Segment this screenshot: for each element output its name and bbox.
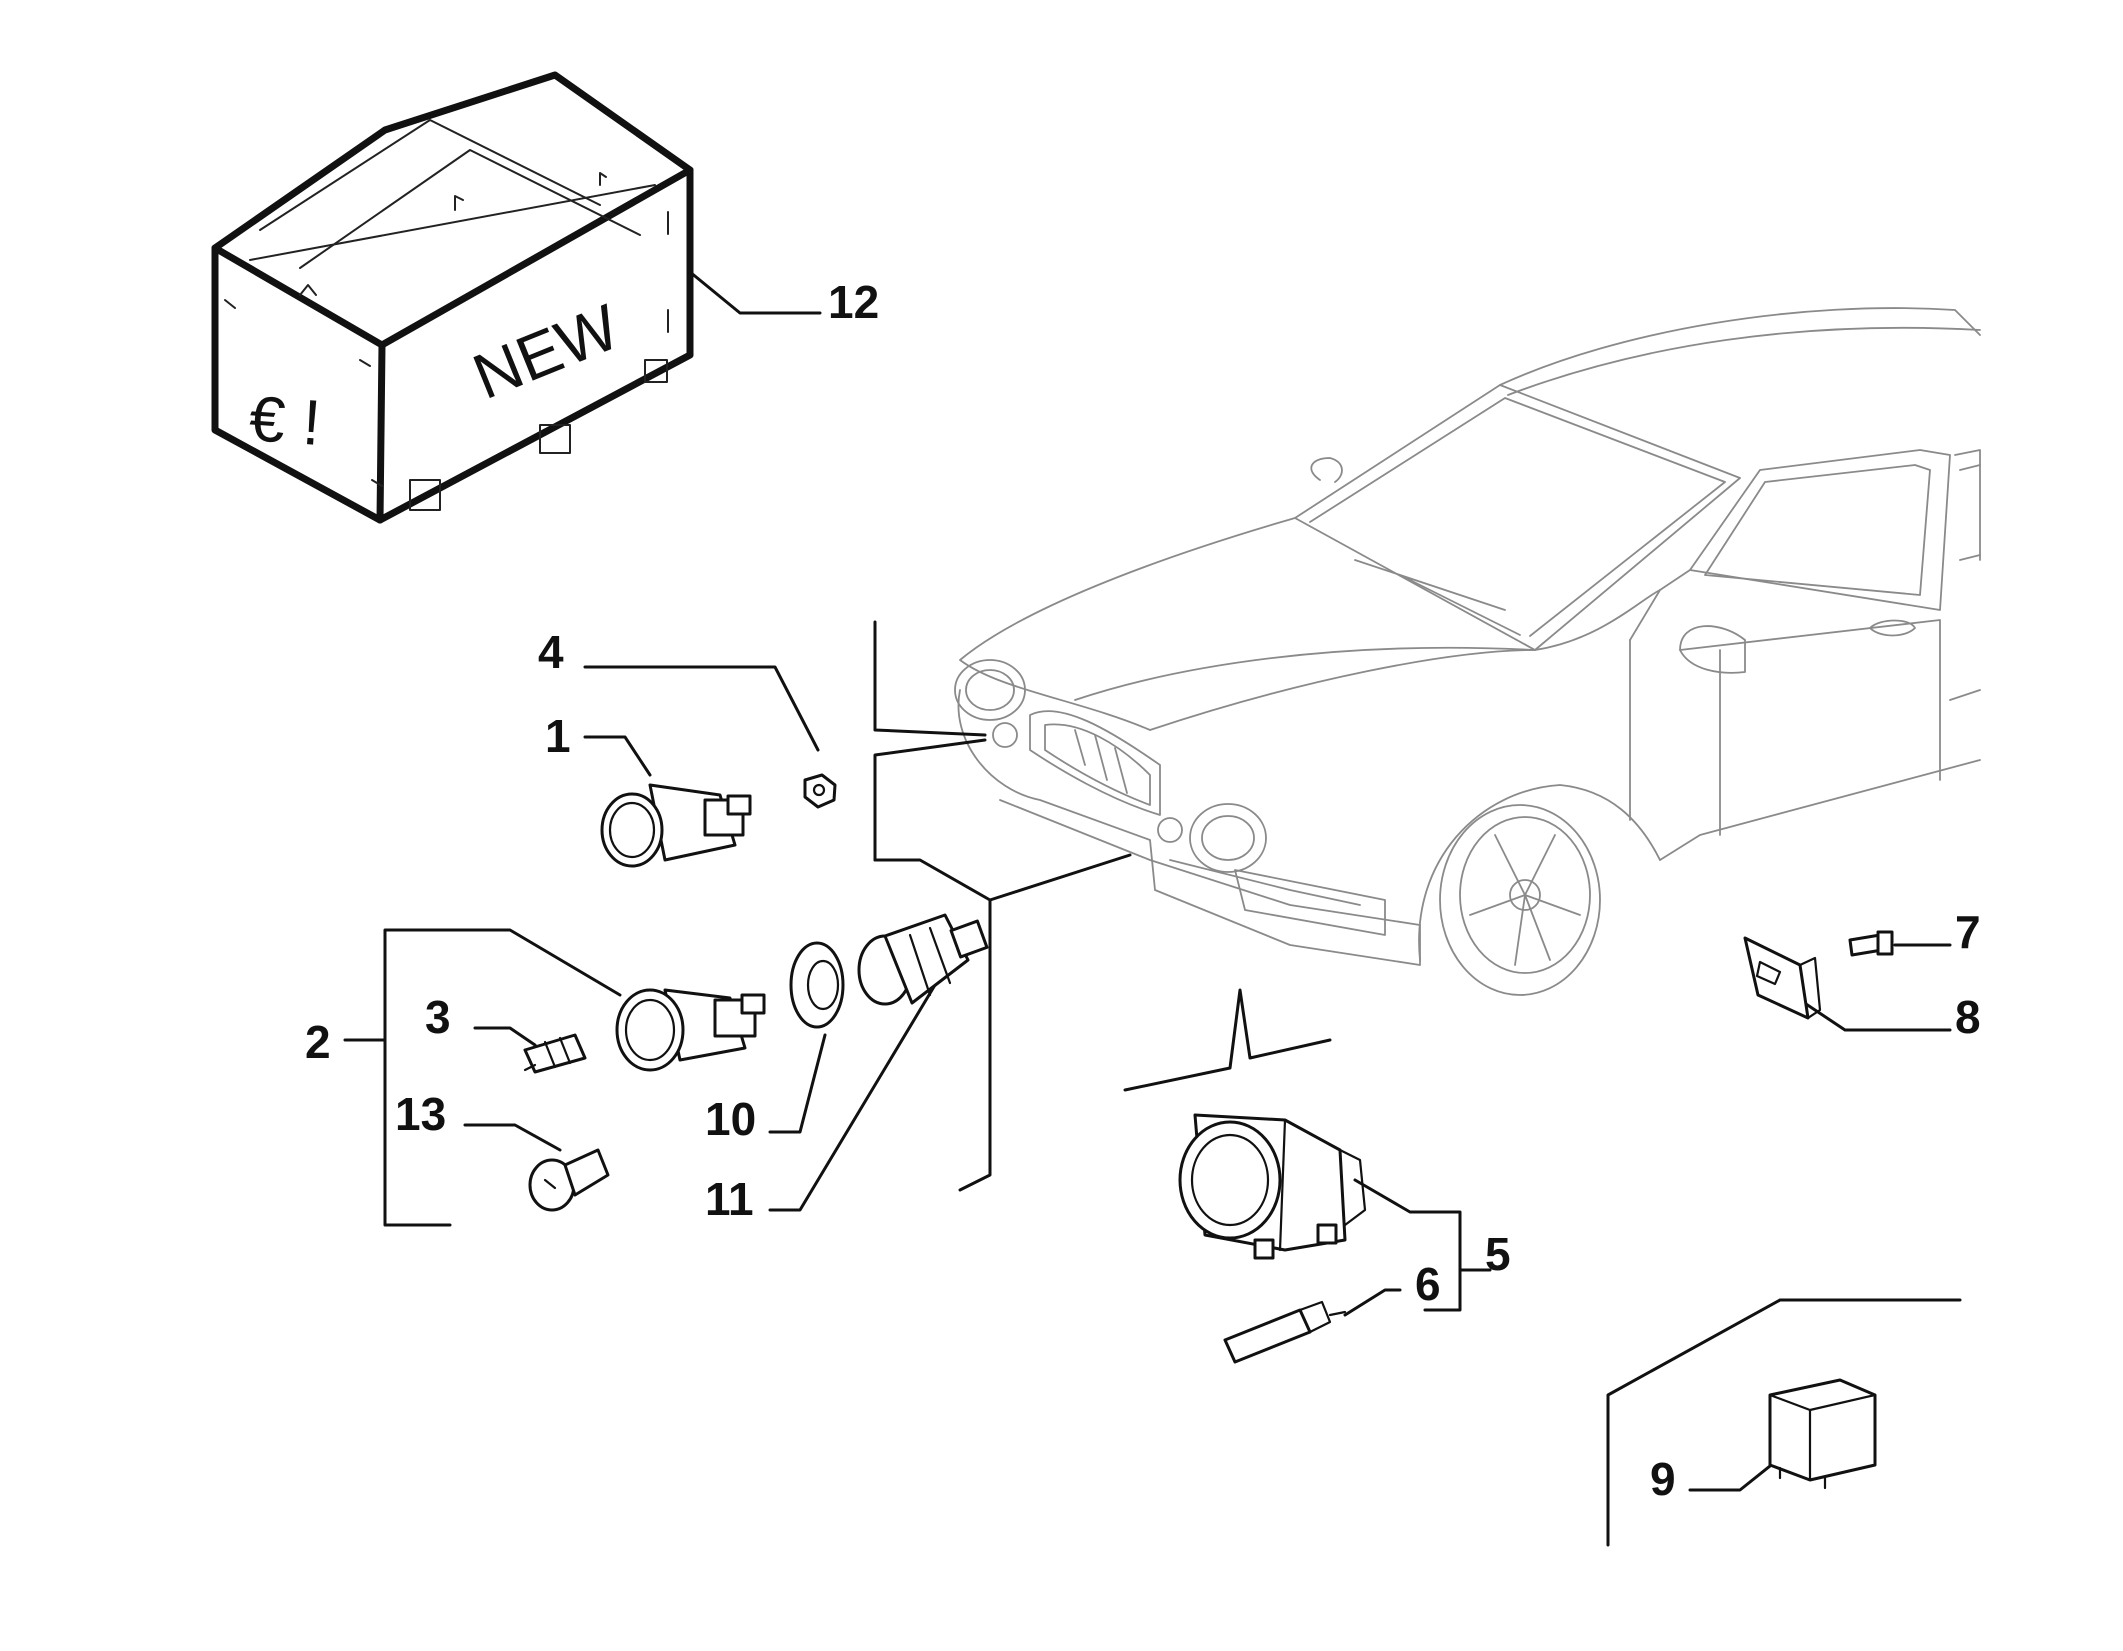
crate-illustration: € ! NEW [211, 71, 694, 524]
part-9-relay [1768, 1378, 1877, 1490]
callout-13: 13 [395, 1088, 446, 1140]
callout-2: 2 [305, 1016, 331, 1068]
callout-1: 1 [545, 710, 571, 762]
callout-3: 3 [425, 991, 451, 1043]
part-6-bulb [1223, 1300, 1347, 1364]
callout-10: 10 [705, 1093, 756, 1145]
part-8-bracket [1743, 936, 1822, 1020]
part-3-bulb [523, 1033, 587, 1074]
callout-7: 7 [1955, 906, 1981, 958]
car-outline [954, 307, 1981, 996]
callout-11: 11 [705, 1173, 754, 1225]
part-4-nut [803, 773, 837, 809]
leader-lines [343, 270, 1962, 1547]
callout-12: 12 [828, 276, 879, 328]
part-2-side-lamp [615, 988, 766, 1072]
part-11-socket [857, 913, 989, 1006]
part-13-bulb [528, 1148, 610, 1212]
callout-4: 4 [538, 626, 564, 678]
callout-9: 9 [1650, 1453, 1676, 1505]
part-7-screw [1848, 930, 1894, 957]
callout-8: 8 [1955, 991, 1981, 1043]
crate-label-new: NEW [463, 290, 629, 413]
part-1-side-lamp [600, 783, 752, 868]
part-10-gasket [789, 941, 845, 1029]
callout-6: 6 [1415, 1258, 1441, 1310]
callout-labels: 1 2 3 4 5 6 7 8 9 10 11 12 13 [305, 276, 1981, 1505]
crate-label-euro: € ! [247, 382, 323, 459]
part-5-fog-lamp [1178, 1113, 1367, 1260]
callout-5: 5 [1485, 1228, 1511, 1280]
